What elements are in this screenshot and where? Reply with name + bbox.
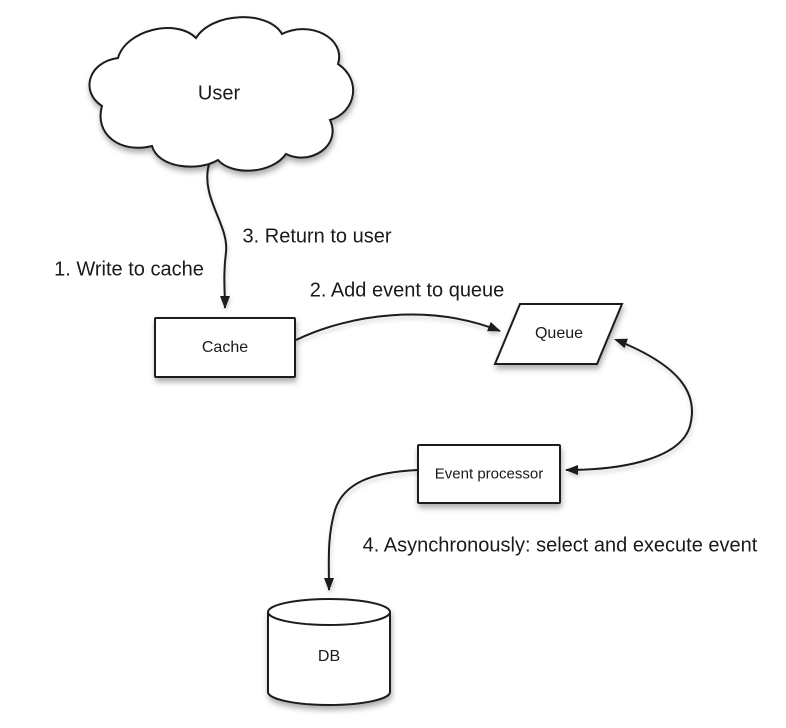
db-label: DB [317,648,341,665]
queue-parallelogram [493,303,624,365]
event-processor-box [417,444,561,504]
arrow-eventprocessor-to-db [323,469,419,591]
arrow-queue-eventprocessor [565,339,694,475]
step4-asynchronously-label: 4. Asynchronously: select and execute ev… [362,534,758,557]
arrow-user-to-cache [206,163,230,309]
cache-label: Cache [201,339,249,356]
user-label: User [197,82,241,105]
cache-box [154,317,296,378]
event-processor-label: Event processor [434,465,544,483]
step2-add-event-to-queue-label: 2. Add event to queue [309,279,505,302]
arrowhead-into-queue [614,338,628,349]
db-cylinder [267,598,391,706]
user-cloud-shape [88,16,355,172]
arrow-cache-to-queue [295,313,501,341]
step1-write-to-cache-label: 1. Write to cache [54,258,204,281]
step3-return-to-user-label: 3. Return to user [242,225,392,248]
queue-label: Queue [534,325,584,342]
